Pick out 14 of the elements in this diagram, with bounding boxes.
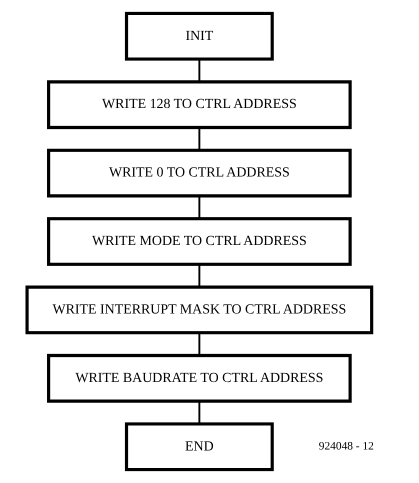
node-box: WRITE 0 TO CTRL ADDRESS bbox=[47, 148, 352, 198]
node-box: END bbox=[124, 422, 274, 472]
label: 924048 - 12 bbox=[318, 440, 374, 453]
node-box: WRITE INTERRUPT MASK TO CTRL ADDRESS bbox=[25, 286, 374, 334]
connector bbox=[198, 59, 200, 82]
connector bbox=[198, 401, 200, 424]
connector bbox=[198, 332, 200, 356]
node-box: WRITE BAUDRATE TO CTRL ADDRESS bbox=[47, 354, 352, 403]
node-box: WRITE MODE TO CTRL ADDRESS bbox=[47, 217, 352, 266]
node-box: INIT bbox=[124, 12, 274, 61]
connector bbox=[198, 264, 200, 287]
connector bbox=[198, 196, 200, 218]
node-box: WRITE 128 TO CTRL ADDRESS bbox=[47, 80, 352, 130]
connector bbox=[198, 128, 200, 150]
